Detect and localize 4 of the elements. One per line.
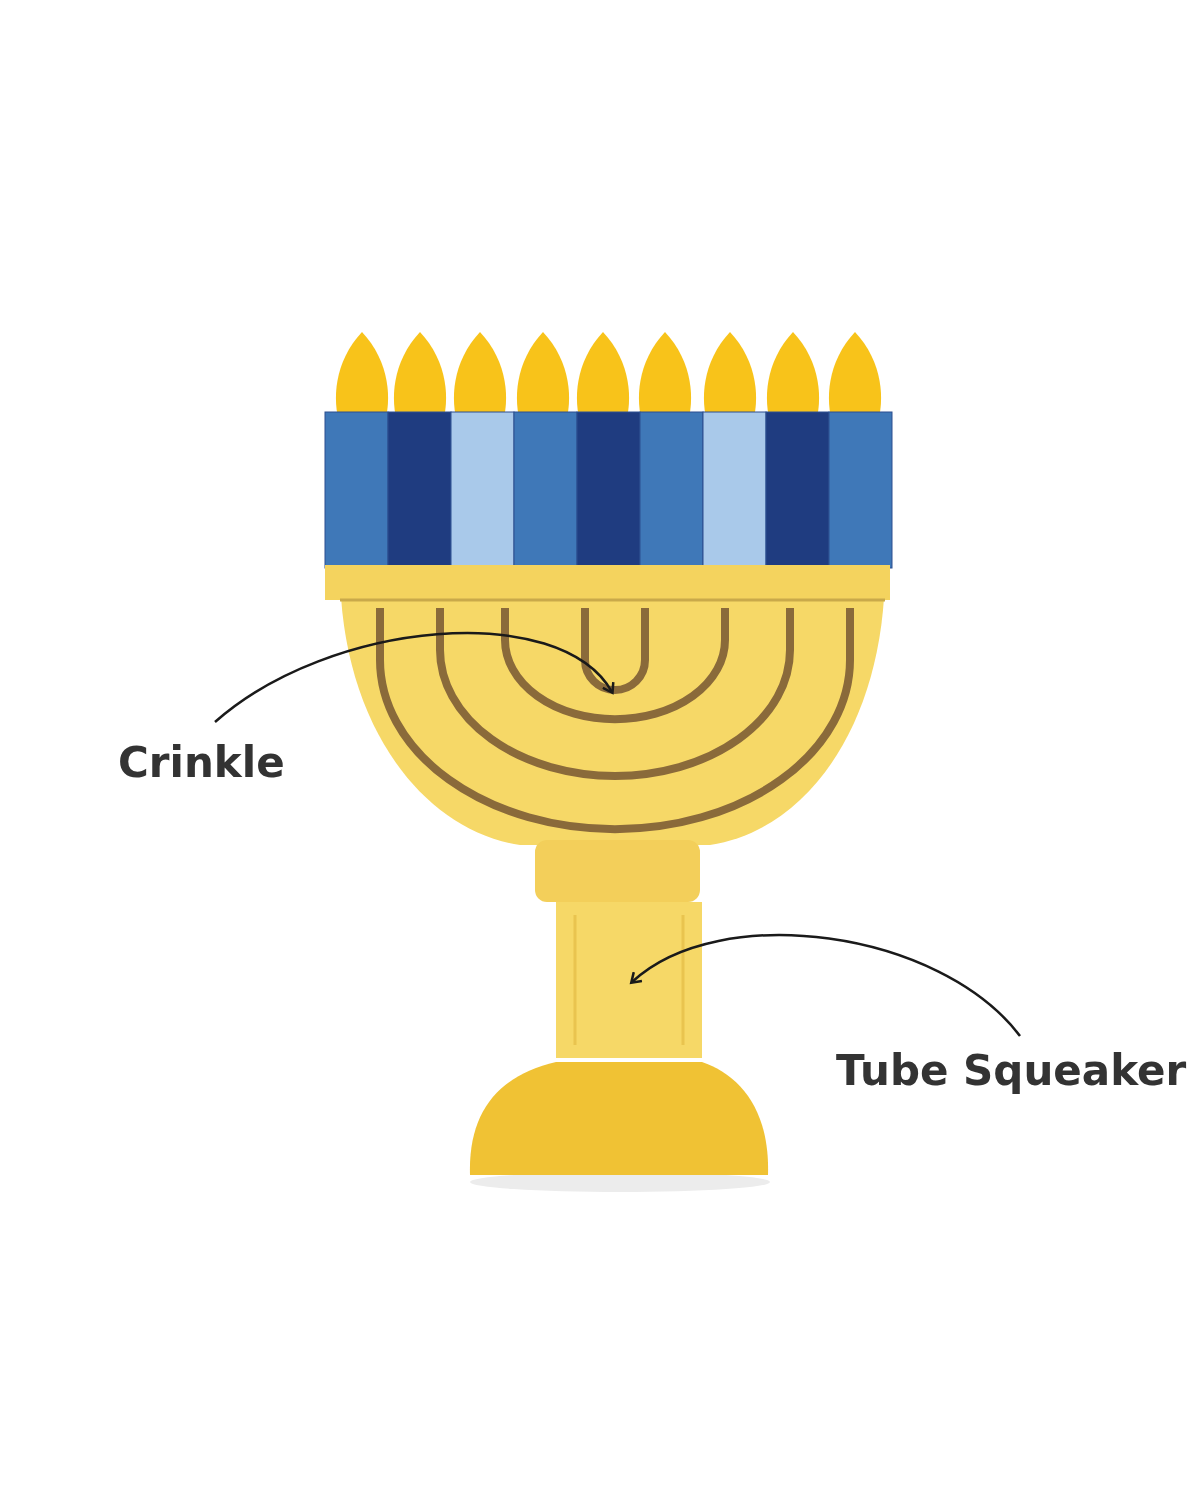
callout-label: Tube Squeaker: [836, 1048, 1187, 1095]
menorah-stem: [556, 902, 702, 1058]
callout-label: Crinkle: [118, 740, 285, 787]
leader-arrow: [629, 934, 1021, 1037]
